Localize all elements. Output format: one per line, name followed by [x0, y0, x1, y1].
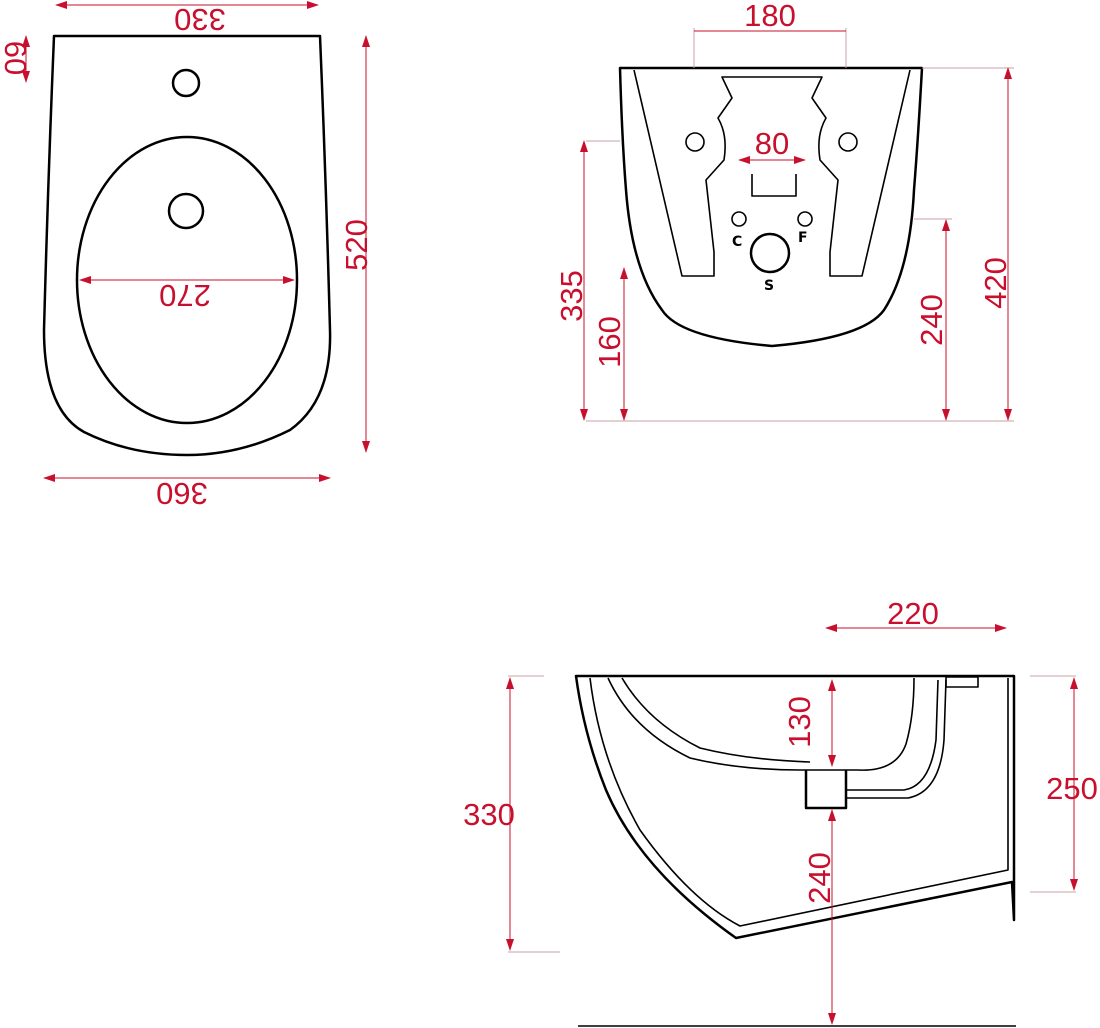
fixing-hole-right — [838, 132, 858, 152]
drain-hole — [167, 192, 205, 230]
top-view-outline — [42, 34, 332, 457]
dim-bowl-width-label: 270 — [159, 278, 211, 313]
dim-width-bottom-label: 360 — [156, 476, 208, 511]
side-view: 220 130 330 250 240 — [463, 596, 1098, 1027]
front-view: C F S 180 80 335 160 240 420 — [554, 0, 1014, 422]
front-view-inner-outline — [633, 69, 911, 277]
dim-front-height-label: 330 — [463, 797, 515, 832]
connection-label-hot: C — [732, 234, 742, 250]
dim-side-drain-height-label: 240 — [802, 852, 837, 904]
dim-bowl-depth-label: 130 — [782, 696, 817, 748]
front-view-outline — [618, 66, 924, 348]
drain-label: S — [764, 278, 774, 294]
dim-wall-height-label: 250 — [1046, 771, 1098, 806]
side-view-bowl — [607, 677, 915, 771]
dim-bracket-spacing-label: 180 — [744, 0, 796, 33]
tap-hole — [171, 68, 201, 98]
top-view: 330 60 520 270 360 — [0, 0, 374, 511]
connection-hole-hot — [731, 211, 747, 227]
connection-label-cold: F — [798, 230, 808, 246]
dim-depth-rear-label: 220 — [887, 596, 939, 631]
side-view-bowl-inner — [621, 677, 811, 763]
side-view-outline — [574, 674, 1016, 940]
side-view-inner-shell — [589, 677, 1009, 927]
dim-overall-height-label: 420 — [978, 257, 1013, 309]
dim-connection-spacing-label: 80 — [755, 126, 789, 161]
dim-lower-height-label: 160 — [592, 316, 627, 368]
dim-width-top-label: 330 — [174, 2, 226, 37]
bracket-slot — [751, 174, 797, 197]
drain-hole-front — [749, 232, 791, 274]
dim-outlet-height-label: 335 — [554, 270, 589, 322]
connection-hole-cold — [797, 211, 813, 227]
bowl-opening — [75, 135, 299, 425]
fixing-hole-left — [685, 132, 705, 152]
dim-length-label: 520 — [339, 219, 374, 271]
side-view-wall-plate — [945, 676, 979, 688]
side-view-drain — [804, 770, 848, 810]
side-view-overflow — [846, 679, 947, 799]
dim-drain-height-label: 240 — [914, 294, 949, 346]
dim-rim-depth-label: 60 — [0, 41, 33, 75]
